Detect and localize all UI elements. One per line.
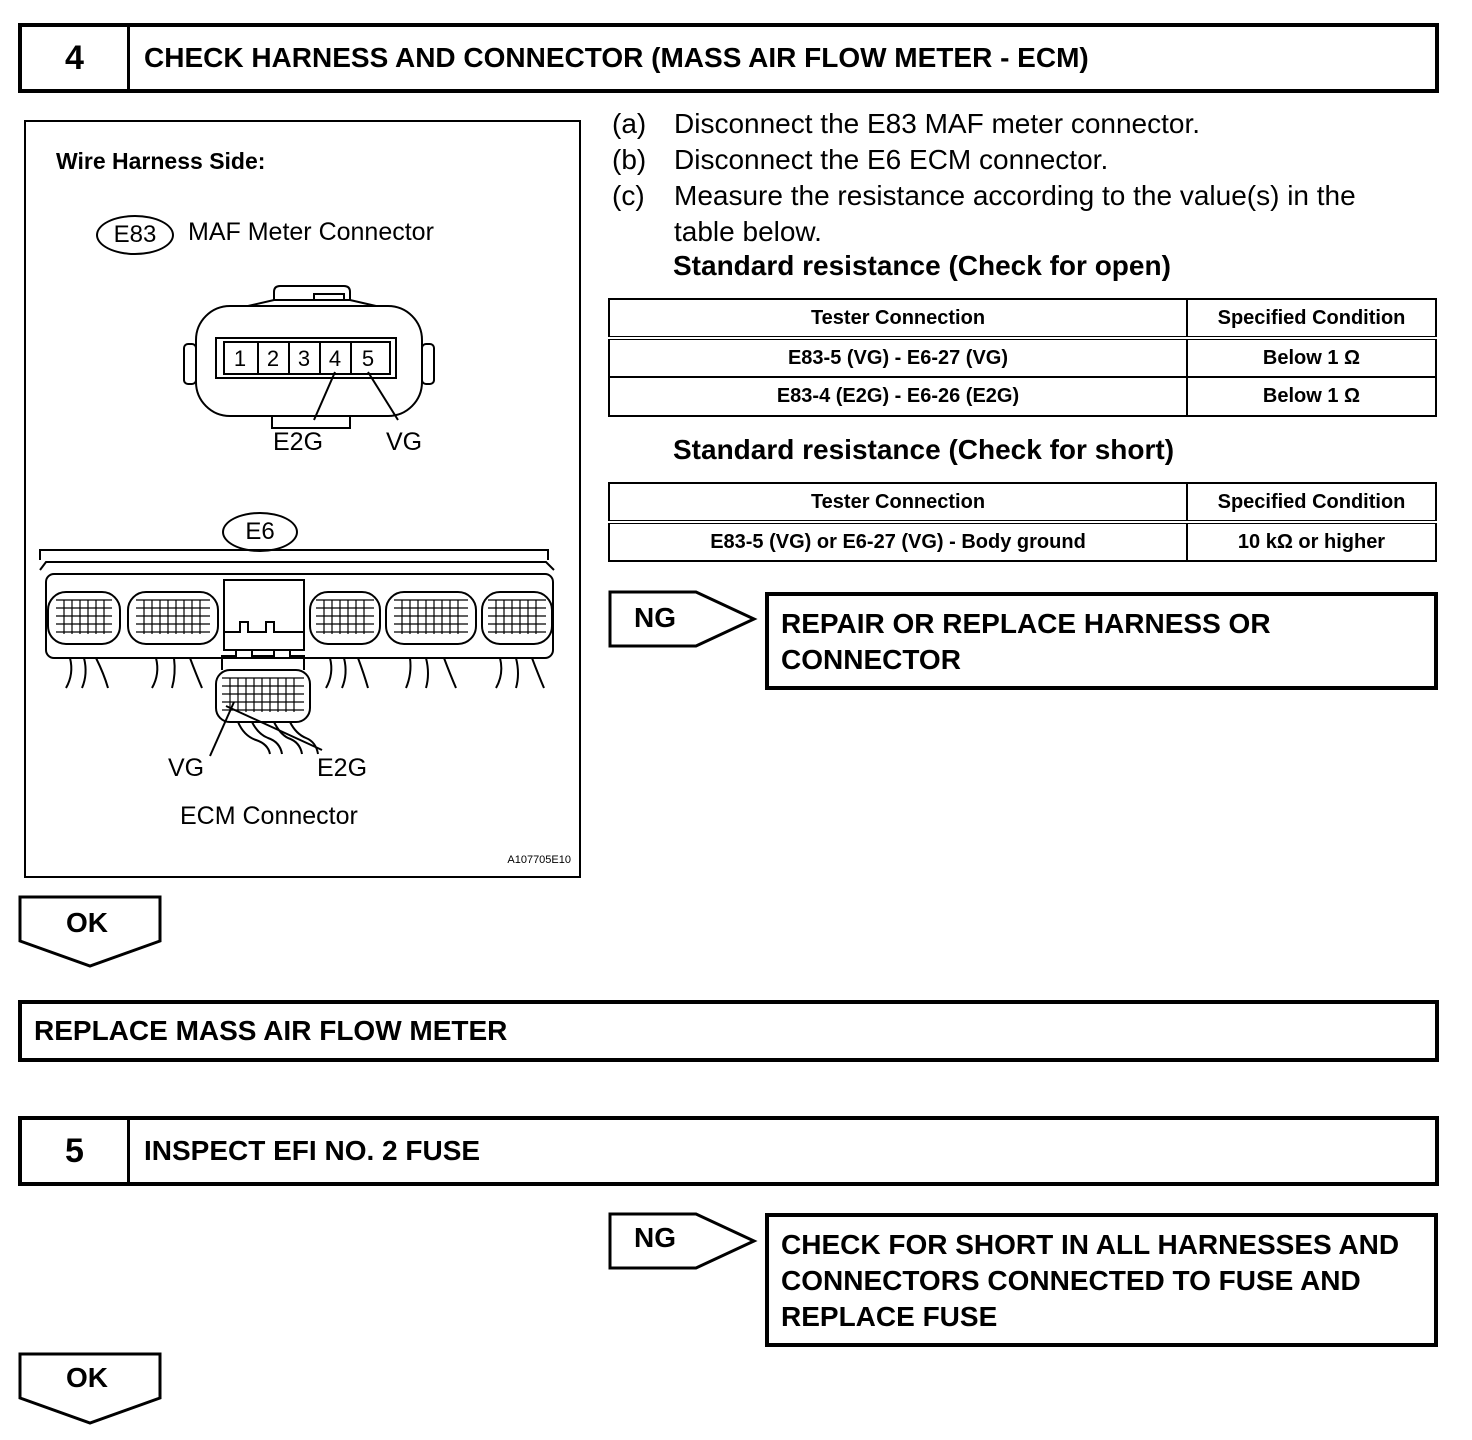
table-cell: Below 1 Ω <box>1186 376 1437 417</box>
instruction-item: (a) Disconnect the E83 MAF meter connect… <box>612 106 1442 142</box>
short-check-title: Standard resistance (Check for short) <box>673 434 1175 465</box>
ng-arrow-icon <box>608 590 758 648</box>
ng-result-box: REPAIR OR REPLACE HARNESS OR CONNECTOR <box>765 592 1438 690</box>
ecm-label-vg: VG <box>168 754 204 782</box>
table-row: E83-5 (VG) or E6-27 (VG) - Body ground 1… <box>608 521 1437 562</box>
instruction-label: (c) <box>612 180 645 211</box>
maf-pin-numbers: 1 2 3 4 5 <box>234 346 374 371</box>
ecm-connector-caption: ECM Connector <box>180 802 358 830</box>
table-row: E83-4 (E2G) - E6-26 (E2G) Below 1 Ω <box>608 376 1437 417</box>
instruction-label: (b) <box>612 144 647 175</box>
figure-id: A107705E10 <box>507 854 571 866</box>
table-header: Specified Condition <box>1186 298 1437 340</box>
ecm-connector-tag: E6 <box>222 512 298 552</box>
ecm-connector-tag-text: E6 <box>245 518 275 545</box>
maf-connector-tag: E83 <box>96 215 174 255</box>
step-4-header: 4 CHECK HARNESS AND CONNECTOR (MASS AIR … <box>18 23 1439 93</box>
step-number: 4 <box>22 27 130 89</box>
ok-arrow: OK <box>18 1352 164 1426</box>
step-title: CHECK HARNESS AND CONNECTOR (MASS AIR FL… <box>144 42 1089 73</box>
instruction-text: Disconnect the E83 MAF meter connector. <box>674 108 1201 139</box>
table-cell: E83-4 (E2G) - E6-26 (E2G) <box>608 376 1188 417</box>
instruction-item: (c) Measure the resistance according to … <box>612 178 1442 250</box>
table-row: E83-5 (VG) - E6-27 (VG) Below 1 Ω <box>608 337 1437 378</box>
ng-result-box: CHECK FOR SHORT IN ALL HARNESSES AND CON… <box>765 1213 1438 1347</box>
table-cell: E83-5 (VG) - E6-27 (VG) <box>608 337 1188 378</box>
table-header: Tester Connection <box>608 298 1188 340</box>
maf-connector-icon <box>183 285 435 429</box>
step-title: INSPECT EFI NO. 2 FUSE <box>144 1135 481 1166</box>
table-header: Tester Connection <box>608 482 1188 524</box>
ok-label: OK <box>66 1362 108 1393</box>
instruction-label: (a) <box>612 108 647 139</box>
short-check-table: Tester Connection Specified Condition E8… <box>608 482 1437 562</box>
ok-label: OK <box>66 907 108 938</box>
wiring-diagram: Wire Harness Side: E83 MAF Meter Connect… <box>24 120 581 878</box>
ng-label: NG <box>634 1222 676 1253</box>
maf-pin-5: 5 <box>362 346 374 371</box>
maf-label-e2g: E2G <box>273 428 323 456</box>
instruction-item: (b) Disconnect the E6 ECM connector. <box>612 142 1442 178</box>
figure-heading: Wire Harness Side: <box>56 148 266 174</box>
open-check-table: Tester Connection Specified Condition E8… <box>608 298 1437 417</box>
instruction-text: Measure the resistance according to the … <box>674 180 1356 247</box>
table-header: Specified Condition <box>1186 482 1437 524</box>
ng-arrow: NG <box>608 590 758 650</box>
ok-arrow-icon <box>18 1352 162 1425</box>
ok-arrow-icon <box>18 895 162 968</box>
maf-leader-lines <box>313 371 399 421</box>
table-cell: 10 kΩ or higher <box>1186 521 1437 562</box>
maf-connector-caption: MAF Meter Connector <box>188 218 434 246</box>
open-check-title: Standard resistance (Check for open) <box>673 250 1171 281</box>
ecm-connector-icon <box>39 549 555 755</box>
maf-connector-tag-text: E83 <box>113 221 157 248</box>
table-header-row: Tester Connection Specified Condition <box>608 298 1437 340</box>
table-cell: E83-5 (VG) or E6-27 (VG) - Body ground <box>608 521 1188 562</box>
ecm-label-e2g: E2G <box>317 754 367 782</box>
ng-arrow: NG <box>608 1212 758 1272</box>
maf-label-vg: VG <box>386 428 422 456</box>
ok-arrow: OK <box>18 895 164 969</box>
maf-pin-1: 1 <box>234 346 246 371</box>
action-replace-maf: REPLACE MASS AIR FLOW METER <box>18 1000 1439 1062</box>
table-cell: Below 1 Ω <box>1186 337 1437 378</box>
instruction-text: Disconnect the E6 ECM connector. <box>674 144 1109 175</box>
maf-pin-2: 2 <box>267 346 279 371</box>
maf-pin-3: 3 <box>298 346 310 371</box>
maf-pin-4: 4 <box>329 346 341 371</box>
step-5-header: 5 INSPECT EFI NO. 2 FUSE <box>18 1116 1439 1186</box>
ecm-leader-lines <box>209 701 323 757</box>
connector-drawings: 1 2 3 4 5 E2G VG <box>39 285 555 782</box>
instruction-list: (a) Disconnect the E83 MAF meter connect… <box>612 106 1442 250</box>
table-header-row: Tester Connection Specified Condition <box>608 482 1437 524</box>
ng-label: NG <box>634 602 676 633</box>
ng-arrow-icon <box>608 1212 758 1270</box>
step-number: 5 <box>22 1120 130 1182</box>
